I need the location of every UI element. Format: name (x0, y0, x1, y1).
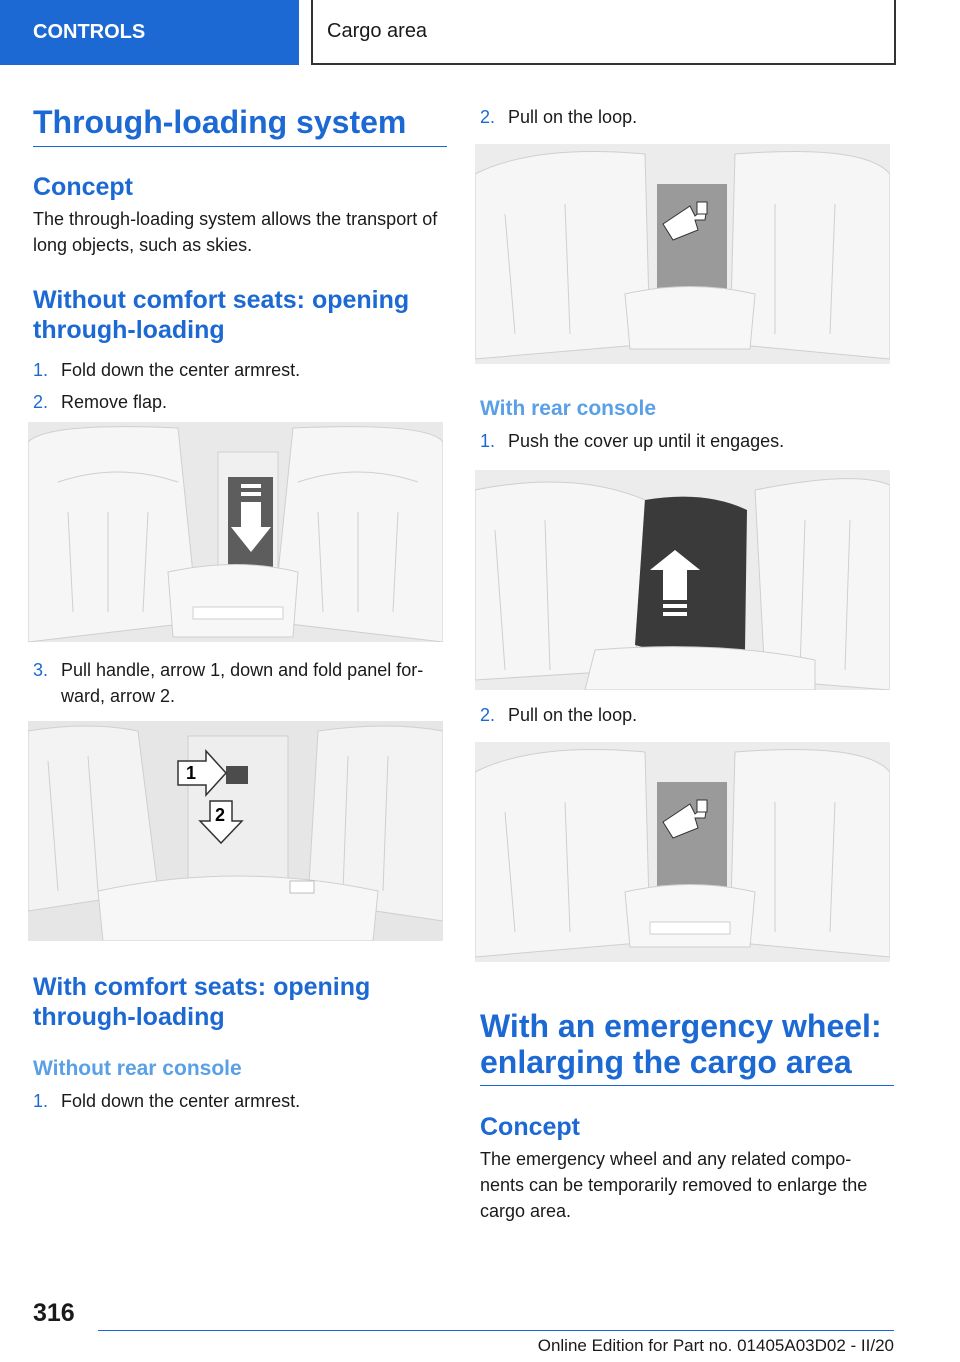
figure-remove-flap (28, 422, 443, 642)
step-b2: 2.Pull on the loop. (480, 104, 895, 130)
figure-label-2: 2 (215, 805, 225, 825)
with-comfort-heading: With comfort seats: opening through-load… (33, 973, 371, 1031)
emergency-title-block: With an emergency wheel: enlarging the c… (480, 1008, 894, 1086)
figure-pull-loop-2 (475, 742, 890, 962)
figure-label-1: 1 (186, 763, 196, 783)
without-comfort-section: Without comfort seats: opening through-l… (33, 285, 448, 415)
concept-heading: Concept (33, 173, 133, 201)
list-item: 1.Fold down the center armrest. (33, 360, 301, 380)
steps-list: 1.Fold down the center armrest. 2.Remove… (33, 357, 448, 415)
emergency-heading: With an emergency wheel: enlarging the c… (480, 1008, 882, 1080)
concept-text: The through-loading system allows the tr… (33, 209, 438, 255)
emergency-concept-section: Concept The emergency wheel and any rela… (480, 1112, 895, 1224)
with-console-heading: With rear console (480, 397, 657, 420)
step-3: 3.Pull handle, arrow 1, down and fold pa… (33, 657, 448, 709)
with-comfort-section: With comfort seats: opening through-load… (33, 972, 448, 1114)
without-comfort-heading: Without comfort seats: opening through-l… (33, 286, 410, 344)
topic-label: Cargo area (327, 20, 428, 42)
step-c2: 2.Pull on the loop. (480, 702, 895, 728)
with-console-section: With rear console 1.Push the cover up un… (480, 396, 895, 454)
title-block: Through-loading system (33, 104, 447, 147)
emergency-concept-text: The emergency wheel and any related comp… (480, 1149, 868, 1221)
list-item: 2.Pull on the loop. (480, 107, 638, 127)
list-item: 2.Pull on the loop. (480, 705, 638, 725)
section-label: CONTROLS (33, 21, 146, 43)
list-item: 2.Remove flap. (33, 392, 168, 412)
list-item: 3.Pull handle, arrow 1, down and fold pa… (33, 660, 424, 706)
footer-edition: Online Edition for Part no. 01405A03D02 … (537, 1336, 894, 1355)
list-item: 1.Push the cover up until it engages. (480, 431, 785, 451)
page-number: 316 (33, 1299, 75, 1327)
header-topic: Cargo area (311, 0, 896, 65)
figure-pull-loop-1 (475, 144, 890, 364)
footer-rule (98, 1330, 894, 1331)
page-title: Through-loading system (33, 104, 407, 140)
concept-section: Concept The through-loading system allow… (33, 172, 448, 258)
emergency-concept-heading: Concept (480, 1113, 580, 1141)
list-item: 1.Fold down the center armrest. (33, 1091, 301, 1111)
without-console-heading: Without rear console (33, 1057, 242, 1080)
figure-push-cover (475, 470, 890, 690)
figure-handle-panel: 1 2 (28, 721, 443, 941)
header-section: CONTROLS (0, 0, 299, 65)
